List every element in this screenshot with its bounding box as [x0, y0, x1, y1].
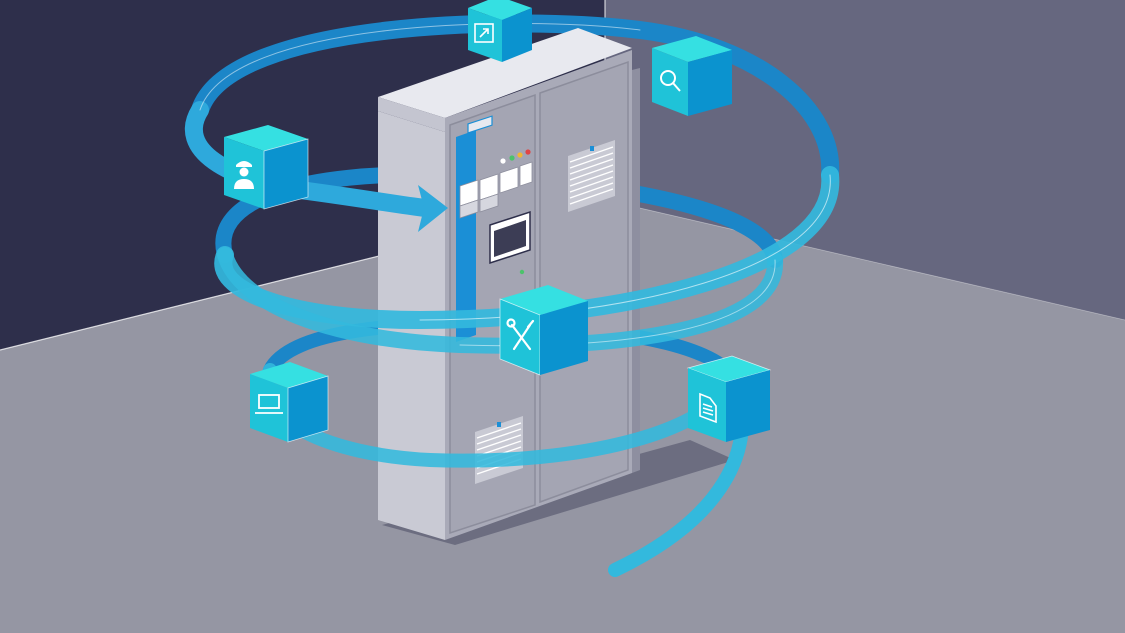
cabinet-knob [519, 269, 525, 275]
flow-arrow-head [418, 185, 448, 232]
right-wall [605, 0, 1125, 320]
cabinet-modules [459, 161, 533, 219]
cube-tools [499, 285, 588, 376]
cube-document [686, 355, 772, 442]
indicator-light-white [500, 158, 506, 164]
cabinet-top-front [378, 97, 445, 132]
cabinet-side [632, 68, 640, 473]
floor-right-edge [604, 199, 1125, 321]
wrench-screwdriver-icon [506, 318, 535, 351]
expand-icon [474, 23, 494, 43]
control-cabinet [378, 28, 735, 545]
laptop-icon [255, 394, 283, 414]
cabinet-label-plate [467, 115, 493, 134]
cube-laptop [250, 362, 329, 443]
indicator-light-red [525, 149, 531, 155]
indicator-light-yellow [517, 152, 523, 158]
engineer-icon [234, 161, 254, 189]
cube-user [224, 125, 309, 210]
magnifier-icon [660, 70, 681, 92]
cabinet-vent-upper [568, 140, 615, 212]
cabinet-display-screen [494, 220, 526, 257]
indicator-light-green [509, 155, 515, 161]
cabinet-top [378, 28, 632, 118]
cabinet-door-right [539, 60, 629, 504]
document-icon [699, 392, 717, 424]
cube-search [652, 36, 732, 116]
cube-expand [468, 0, 532, 62]
